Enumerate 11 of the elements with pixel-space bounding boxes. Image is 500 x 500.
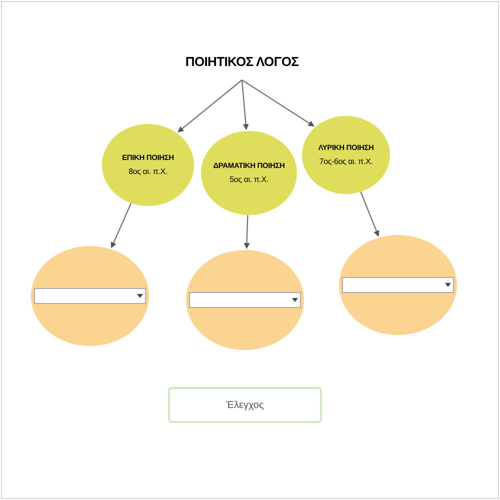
arrow: [244, 214, 250, 250]
arrow: [242, 80, 314, 126]
arrow: [360, 192, 380, 237]
root-node-text: ΠΟΙΗΤΙΚΟΣ ΛΟΓΟΣ: [185, 53, 299, 72]
check-button: Έλεγχος: [168, 387, 322, 423]
arrow: [178, 80, 242, 132]
date-text: 5ος αι. π.Χ.: [230, 174, 268, 186]
arrow: [241, 80, 249, 130]
arrow: [110, 202, 132, 248]
date-text: 8ος αι. π.Χ.: [128, 166, 168, 178]
date-text: 7ος-6ος αι. π.Χ.: [319, 156, 373, 168]
